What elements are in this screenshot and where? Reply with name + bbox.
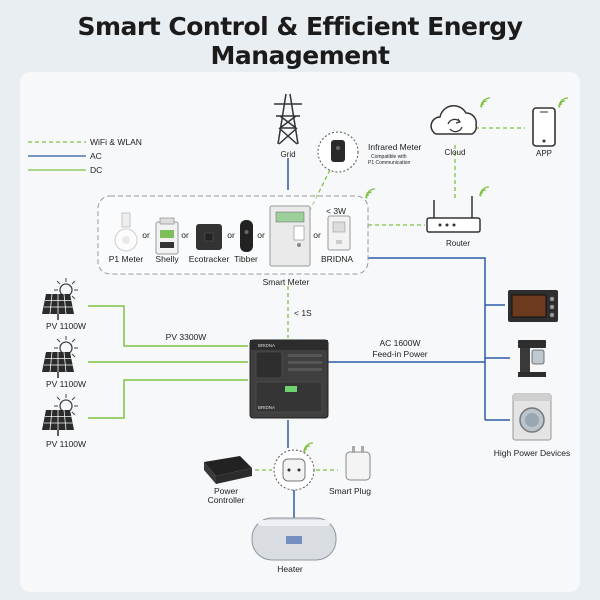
- washing-machine-icon: [512, 393, 552, 441]
- high-power-label: High Power Devices: [494, 448, 571, 458]
- ac-output-label-1: AC 1600W: [379, 338, 420, 348]
- bridna-small-meter-icon: [327, 215, 351, 251]
- tibber-icon: [240, 220, 253, 252]
- smart-meter-label: Smart Meter: [263, 277, 310, 287]
- cloud-label: Cloud: [445, 148, 466, 157]
- pv3-dc-line: [88, 379, 248, 419]
- smart-plug-center-icon: [273, 449, 315, 491]
- or-3: or: [227, 230, 235, 240]
- plug-center-wifi-icon: [302, 442, 314, 454]
- pv-panel-1-label: PV 1100W: [46, 321, 86, 331]
- meter-wifi-icon: [364, 188, 376, 200]
- ac-bus-line: [368, 257, 486, 420]
- solar-panel-3-icon: [41, 393, 79, 437]
- ecotracker-icon: [196, 224, 222, 250]
- infrared-meter-icon: [317, 131, 359, 173]
- power-controller-label-1: Power: [214, 486, 238, 496]
- lt1s-label: < 1S: [294, 308, 312, 318]
- power-controller-icon: [204, 456, 252, 484]
- connections: [88, 127, 525, 520]
- router-icon: [426, 196, 481, 233]
- phone-icon: [532, 107, 556, 147]
- pv1-dc-line: [88, 305, 248, 347]
- smart-plug-icon: [345, 446, 371, 481]
- ac-output-label-2: Feed-in Power: [372, 349, 427, 359]
- cloud-icon: [430, 105, 477, 135]
- smart-plug-label: Smart Plug: [329, 486, 371, 496]
- heater-label: Heater: [277, 564, 303, 574]
- router-wifi-icon: [478, 186, 490, 198]
- tibber-label: Tibber: [234, 254, 258, 264]
- infrared-note-2: P1 Communication: [368, 160, 410, 166]
- ecotracker-label: Ecotracker: [189, 254, 230, 264]
- grid-tower-icon: [274, 93, 302, 145]
- legend-dc-label: DC: [90, 165, 102, 175]
- legend: WiFi & WLAN AC DC: [28, 137, 142, 175]
- legend-wifi-label: WiFi & WLAN: [90, 137, 142, 147]
- p1-meter-icon: [114, 212, 138, 252]
- power-controller-label-2: Controller: [208, 495, 245, 505]
- cloud-wifi-icon: [479, 97, 491, 109]
- oven-icon: [508, 290, 558, 322]
- infrared-meter-label: Infrared Meter: [368, 142, 422, 152]
- pv-panel-3-label: PV 1100W: [46, 439, 86, 449]
- bridna-label: BRIDNA: [321, 254, 353, 264]
- app-wifi-icon: [557, 97, 569, 109]
- solar-panel-2-icon: [41, 335, 79, 379]
- battery-brand-top: BRIDNA: [258, 343, 275, 348]
- pv-panel-2-label: PV 1100W: [46, 379, 86, 389]
- solar-panel-1-icon: [41, 277, 79, 321]
- heater-icon: [251, 517, 337, 561]
- or-5: or: [313, 230, 321, 240]
- diagram-panel: [20, 72, 580, 592]
- router-label: Router: [446, 239, 470, 248]
- coffee-machine-icon: [518, 340, 546, 377]
- legend-ac-label: AC: [90, 151, 102, 161]
- or-2: or: [181, 230, 189, 240]
- p1-meter-label: P1 Meter: [109, 254, 144, 264]
- app-label: APP: [536, 149, 552, 158]
- infrared-note-1: Compatible with: [371, 154, 407, 160]
- lt3w-label: < 3W: [326, 206, 346, 216]
- bridna-meter-icon: [269, 205, 311, 267]
- page-title: Smart Control & Efficient Energy Managem…: [77, 12, 523, 70]
- grid-label: Grid: [280, 150, 295, 159]
- infrared-wifi-line: [309, 169, 331, 211]
- shelly-icon: [155, 217, 179, 255]
- battery-inverter-icon: [249, 339, 329, 419]
- or-4: or: [257, 230, 265, 240]
- shelly-label: Shelly: [155, 254, 179, 264]
- battery-brand-bottom: BRIDNA: [258, 405, 275, 410]
- pv-total-label: PV 3300W: [166, 332, 207, 342]
- or-1: or: [142, 230, 150, 240]
